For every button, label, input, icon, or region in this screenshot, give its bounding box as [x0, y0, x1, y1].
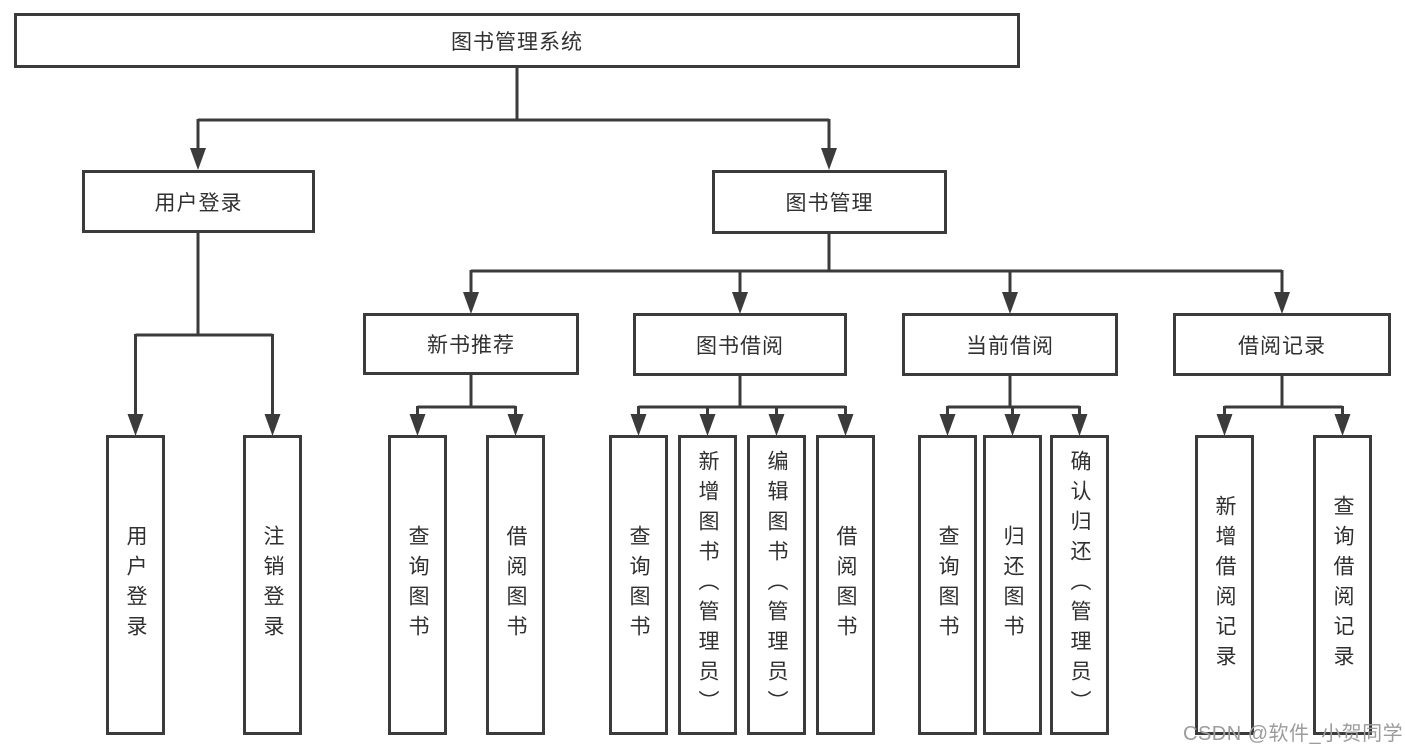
node-leaf-query-new-label: 查询图书 [406, 525, 429, 645]
node-user-login-label: 用户登录 [154, 191, 243, 215]
node-leaf-borrow-new-label: 借阅图书 [504, 525, 527, 645]
node-leaf-confirm-return: 确认归还（管理员） [1050, 435, 1109, 735]
node-leaf-query-current-label: 查询图书 [936, 525, 959, 645]
node-leaf-logout-label: 注销登录 [261, 525, 284, 645]
node-current-borrow-label: 当前借阅 [966, 334, 1054, 358]
node-new-book: 新书推荐 [363, 313, 579, 375]
node-user-login: 用户登录 [82, 170, 315, 233]
connector-current-borrow-children [939, 374, 1088, 436]
node-current-borrow: 当前借阅 [902, 313, 1118, 376]
node-leaf-borrow-new: 借阅图书 [486, 435, 545, 735]
connector-borrow-records-children [1216, 374, 1351, 436]
node-leaf-borrow-book-label: 借阅图书 [834, 525, 857, 645]
node-leaf-borrow-book: 借阅图书 [816, 435, 875, 735]
node-book-borrow-label: 图书借阅 [696, 334, 784, 358]
connector-user-login-children [127, 231, 281, 436]
node-leaf-user-login: 用户登录 [106, 435, 165, 735]
node-leaf-query-borrow-label: 查询图书 [627, 525, 650, 645]
csdn-watermark: CSDN @软件_小贺同学 [1183, 723, 1404, 745]
node-leaf-add-book: 新增图书（管理员） [678, 435, 737, 735]
node-leaf-return-book: 归还图书 [983, 435, 1042, 735]
node-root: 图书管理系统 [14, 13, 1020, 68]
connector-book-mgmt-children [463, 232, 1290, 314]
node-leaf-query-new: 查询图书 [388, 435, 447, 735]
node-leaf-logout: 注销登录 [243, 435, 302, 735]
node-leaf-add-record: 新增借阅记录 [1195, 435, 1254, 735]
node-leaf-query-record-label: 查询借阅记录 [1331, 495, 1354, 675]
node-leaf-add-book-label: 新增图书（管理员） [696, 450, 719, 720]
node-leaf-confirm-return-label: 确认归还（管理员） [1068, 450, 1091, 720]
connector-book-borrow-children [630, 374, 854, 436]
connector-root-to-level2 [190, 66, 837, 170]
node-book-borrow: 图书借阅 [633, 313, 847, 376]
connector-new-book-children [409, 374, 524, 436]
node-root-label: 图书管理系统 [451, 30, 583, 54]
node-leaf-user-login-label: 用户登录 [124, 525, 147, 645]
node-leaf-query-record: 查询借阅记录 [1313, 435, 1372, 735]
node-borrow-records-label: 借阅记录 [1238, 334, 1326, 358]
node-leaf-return-book-label: 归还图书 [1001, 525, 1024, 645]
node-leaf-add-record-label: 新增借阅记录 [1213, 495, 1236, 675]
node-leaf-edit-book: 编辑图书（管理员） [747, 435, 806, 735]
node-leaf-edit-book-label: 编辑图书（管理员） [765, 450, 788, 720]
node-leaf-query-borrow: 查询图书 [609, 435, 668, 735]
node-leaf-query-current: 查询图书 [918, 435, 977, 735]
node-new-book-label: 新书推荐 [427, 334, 515, 357]
node-borrow-records: 借阅记录 [1173, 313, 1391, 376]
node-book-mgmt-label: 图书管理 [785, 192, 874, 215]
node-book-mgmt: 图书管理 [712, 170, 947, 234]
